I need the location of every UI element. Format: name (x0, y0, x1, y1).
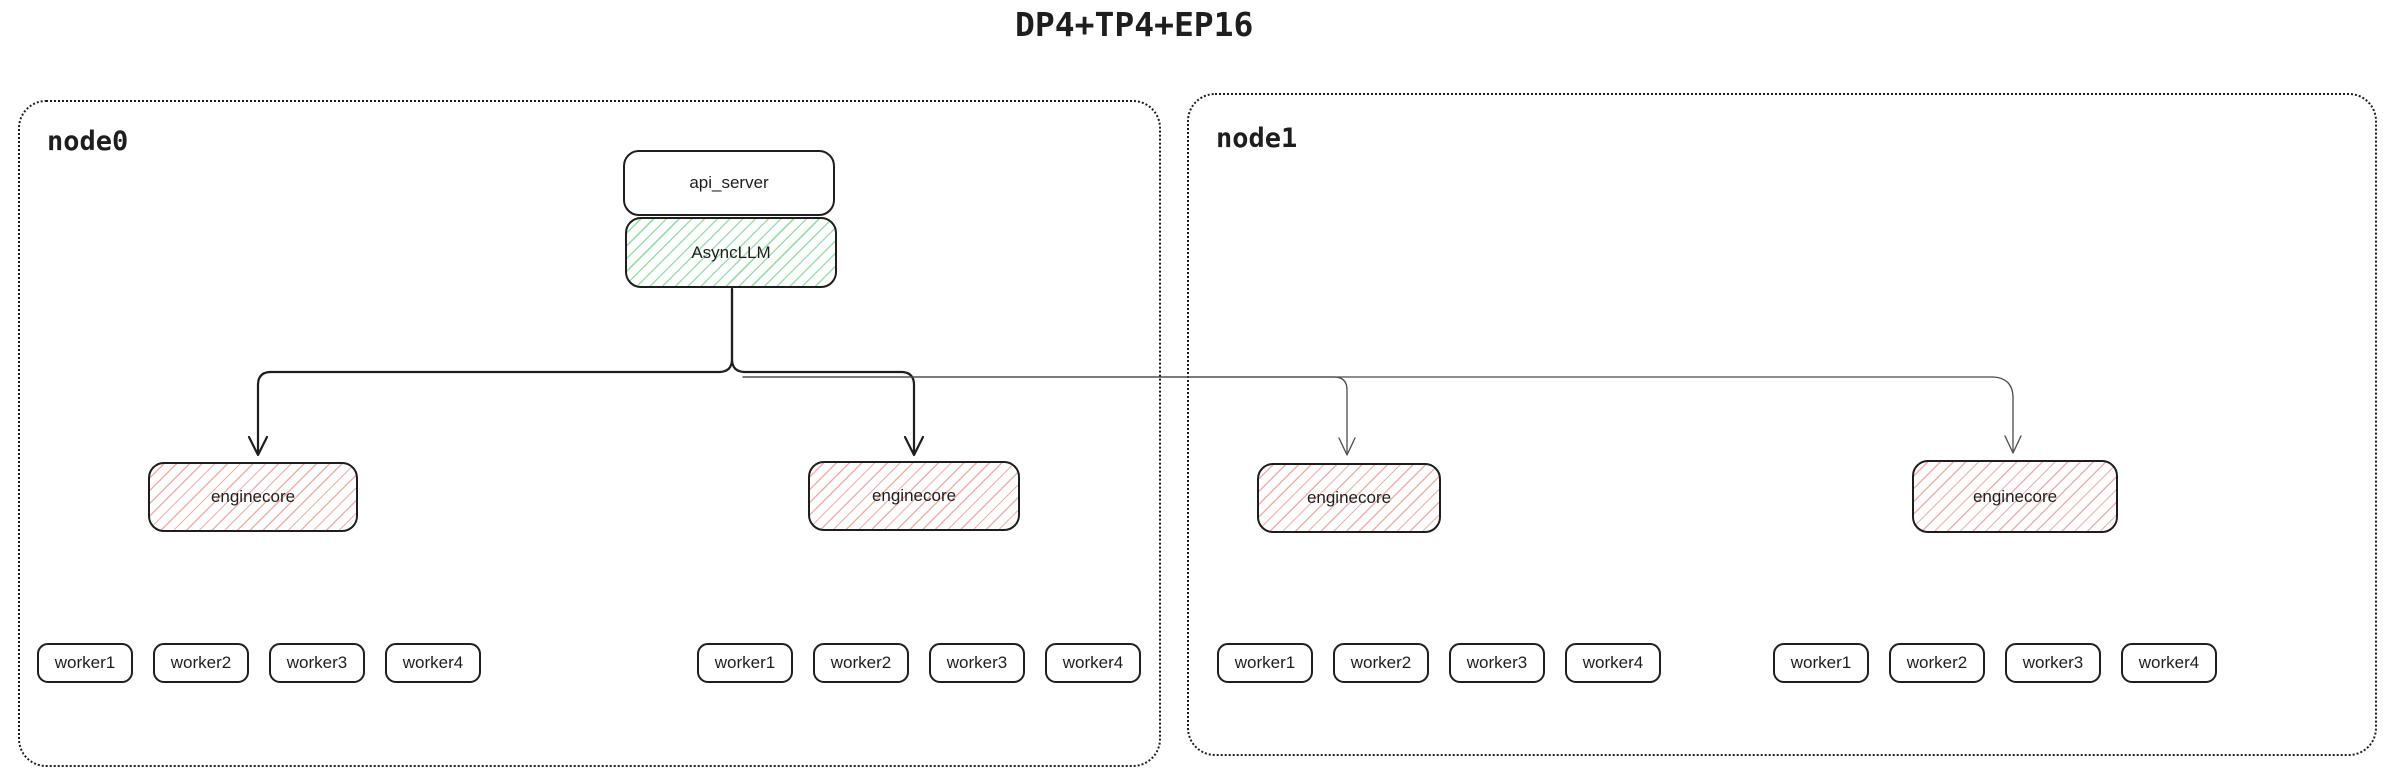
worker-box: worker3 (2005, 643, 2101, 683)
diagram-title: DP4+TP4+EP16 (1015, 5, 1254, 44)
node1-worker-group-1: worker1 worker2 worker3 worker4 (1217, 643, 1661, 683)
node1-enginecore-1-box: enginecore (1257, 463, 1441, 533)
node1-enginecore-2-box: enginecore (1912, 460, 2118, 533)
api-server-label: api_server (689, 173, 769, 192)
worker-box: worker4 (2121, 643, 2217, 683)
worker-box: worker1 (1773, 643, 1869, 683)
worker-box: worker2 (813, 643, 909, 683)
enginecore-label: enginecore (1306, 488, 1392, 507)
enginecore-label: enginecore (1972, 486, 2058, 506)
node0-worker-group-1: worker1 worker2 worker3 worker4 (37, 643, 481, 683)
node0-enginecore-2-box: enginecore (808, 461, 1020, 531)
worker-box: worker3 (1449, 643, 1545, 683)
asyncllm-box: AsyncLLM (625, 217, 837, 288)
worker-box: worker4 (385, 643, 481, 683)
node0-enginecore-1-box: enginecore (148, 462, 358, 532)
node1-worker-group-2: worker1 worker2 worker3 worker4 (1773, 643, 2217, 683)
worker-box: worker4 (1045, 643, 1141, 683)
asyncllm-label: AsyncLLM (691, 242, 771, 262)
worker-box: worker3 (929, 643, 1025, 683)
node0-worker-group-2: worker1 worker2 worker3 worker4 (697, 643, 1141, 683)
worker-box: worker1 (697, 643, 793, 683)
worker-box: worker2 (153, 643, 249, 683)
worker-box: worker3 (269, 643, 365, 683)
worker-box: worker4 (1565, 643, 1661, 683)
enginecore-label: enginecore (871, 486, 957, 505)
node0-label: node0 (47, 126, 129, 157)
worker-box: worker1 (37, 643, 133, 683)
enginecore-label: enginecore (210, 487, 296, 506)
worker-box: worker1 (1217, 643, 1313, 683)
worker-box: worker2 (1889, 643, 1985, 683)
node1-label: node1 (1216, 123, 1298, 154)
api-server-box: api_server (623, 150, 835, 216)
worker-box: worker2 (1333, 643, 1429, 683)
